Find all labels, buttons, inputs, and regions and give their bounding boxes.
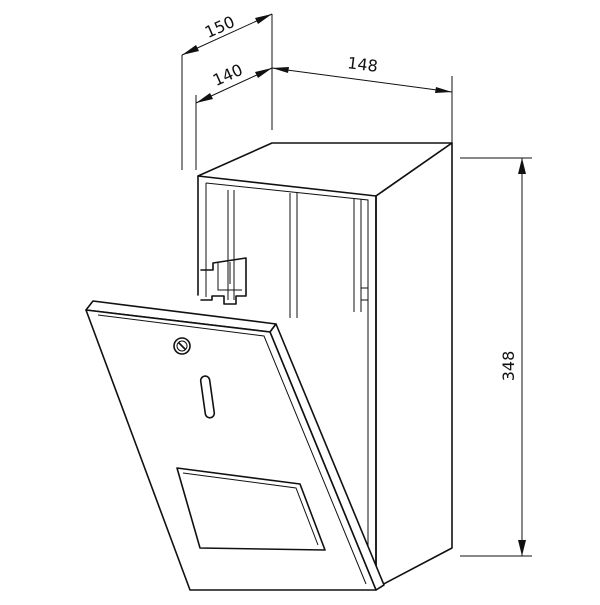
lock-key-slot bbox=[178, 342, 186, 350]
lock-outer-ring bbox=[173, 337, 191, 355]
arrowhead-150-left bbox=[182, 45, 199, 55]
dim-line-148 bbox=[271, 67, 453, 93]
arrowhead-150-right bbox=[255, 14, 272, 24]
door-bevel bbox=[97, 314, 367, 585]
latch-notch bbox=[361, 287, 369, 301]
label-140: 140 bbox=[210, 60, 246, 90]
arrowhead-148-left bbox=[272, 67, 289, 73]
dimension-width: 148 bbox=[271, 53, 453, 148]
arrowhead-140-left bbox=[196, 93, 213, 103]
arrowhead-348-top bbox=[518, 158, 526, 174]
arrowhead-148-right bbox=[435, 87, 452, 93]
front-door bbox=[85, 300, 385, 591]
lock-inner-ring bbox=[176, 340, 188, 352]
arrowhead-140-right bbox=[255, 68, 272, 78]
level-indicator-slot bbox=[199, 375, 216, 419]
door-window bbox=[176, 467, 326, 551]
label-148: 148 bbox=[346, 53, 379, 76]
cabinet-side-face bbox=[375, 142, 453, 589]
door-window-bevel bbox=[182, 472, 319, 546]
cabinet-inner-frame bbox=[205, 182, 369, 588]
dimension-height: 348 bbox=[460, 157, 532, 557]
arrowhead-348-bottom bbox=[518, 540, 526, 556]
label-348: 348 bbox=[499, 351, 518, 382]
hinge-bracket-inner bbox=[217, 263, 242, 291]
hinge-bracket bbox=[200, 257, 247, 305]
